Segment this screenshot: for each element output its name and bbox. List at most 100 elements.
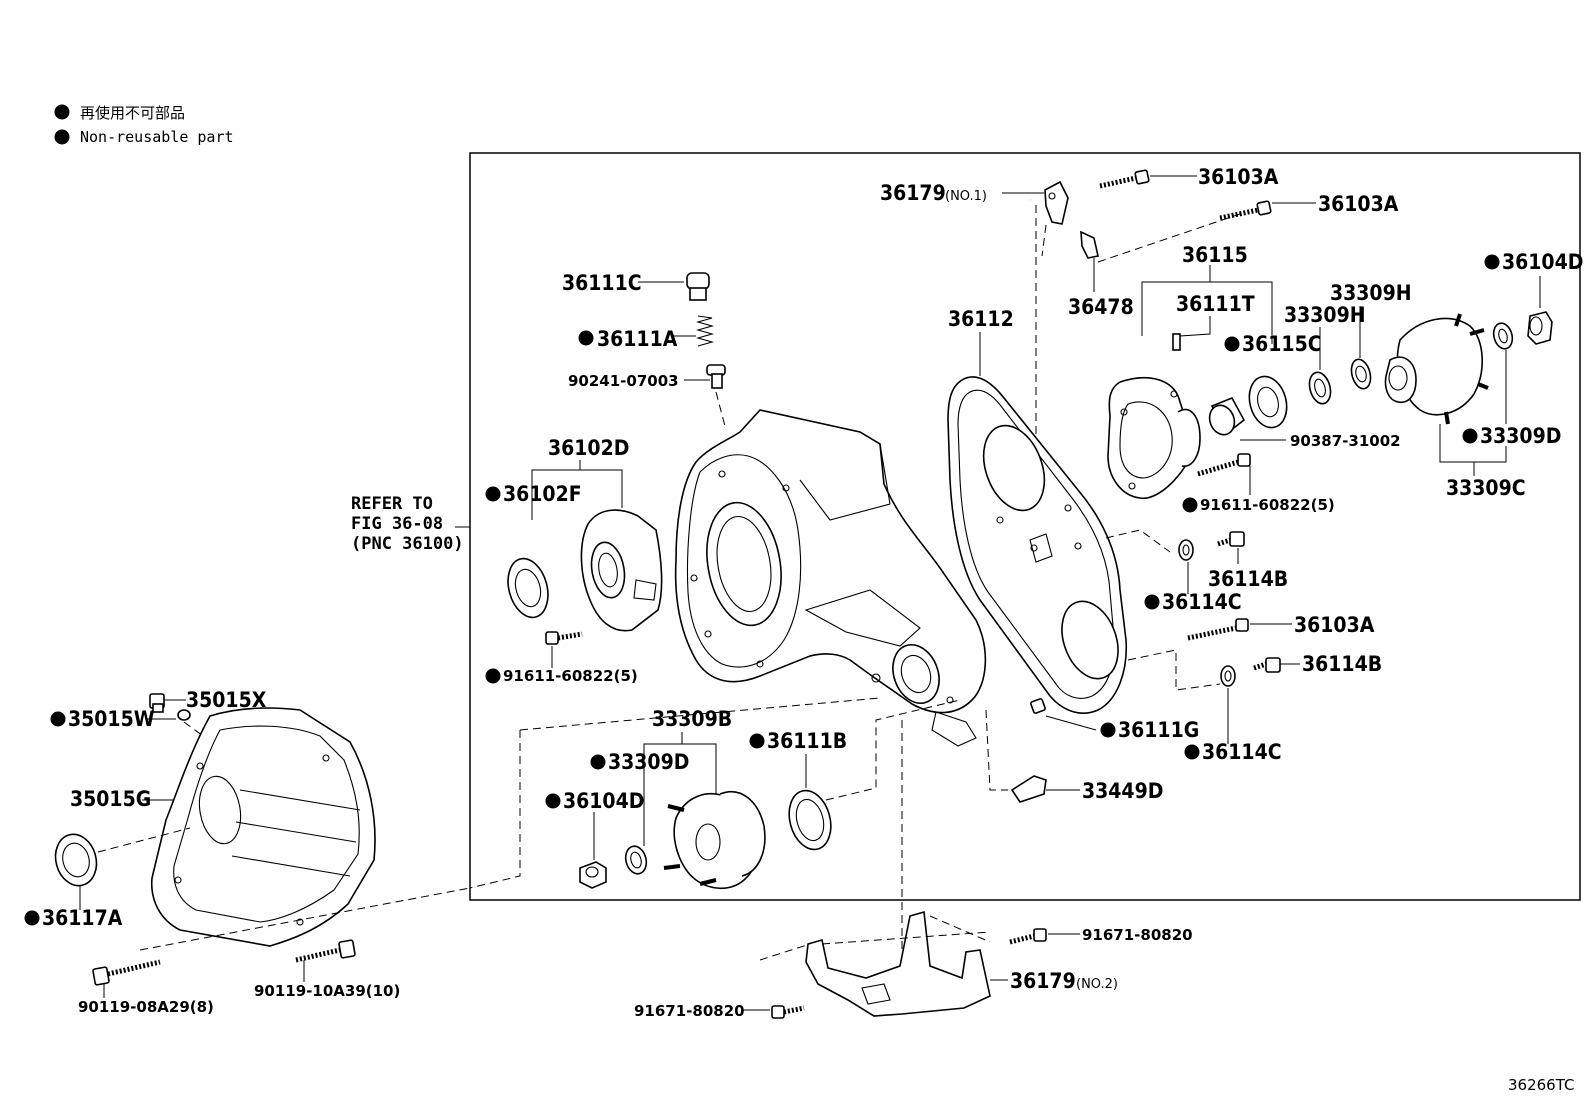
label-36115: 36115 xyxy=(1182,243,1248,267)
bracket-36179-no2-icon xyxy=(805,910,991,1017)
non-reusable-dot-icon xyxy=(50,711,66,727)
refer-line-1: REFER TO xyxy=(351,494,433,514)
non-reusable-dot-icon xyxy=(590,754,606,770)
plug-35015X-icon xyxy=(149,693,165,713)
non-reusable-dot-icon xyxy=(54,104,70,120)
transfer-case-36100-icon xyxy=(674,409,987,747)
label-36111G: 36111G xyxy=(1118,718,1199,742)
sensor-33449D-icon xyxy=(1010,775,1047,803)
label-36114C-b: 36114C xyxy=(1202,740,1282,764)
label-36103A-mid: 36103A xyxy=(1318,192,1399,216)
non-reusable-dot-icon xyxy=(24,910,40,926)
label-33449D: 33449D xyxy=(1082,779,1163,803)
bolt-91611-right-icon xyxy=(1197,453,1251,477)
washer-36114C-b-icon xyxy=(1220,665,1236,687)
label-90119-10: 90119-10A39(10) xyxy=(254,982,400,1000)
refer-line-2: FIG 36-08 xyxy=(351,514,443,534)
label-36111C: 36111C xyxy=(562,271,642,295)
non-reusable-dot-icon xyxy=(485,486,501,502)
non-reusable-dot-icon xyxy=(1144,594,1160,610)
shim-33309D-right-icon xyxy=(1492,322,1514,350)
clip-36478-icon xyxy=(1080,230,1099,259)
washer-36114C-a-icon xyxy=(1178,539,1194,561)
case-plate-36112-icon xyxy=(947,376,1128,714)
flange-33309B-icon xyxy=(663,791,766,890)
nut-36104D-top-icon xyxy=(1527,311,1553,345)
bracket-36179-no1-icon xyxy=(1044,180,1069,225)
shim-33309H-b-icon xyxy=(1350,358,1372,390)
shim-33309D-left-icon xyxy=(624,845,648,875)
bolt-90119-08-icon xyxy=(92,959,161,986)
non-reusable-dot-icon xyxy=(485,668,501,684)
bolt-91671-a-icon xyxy=(1009,928,1047,945)
label-36103A-top: 36103A xyxy=(1198,165,1279,189)
label-36179-no1-suffix: (NO.1) xyxy=(945,189,987,204)
bolt-36114B-b-icon xyxy=(1253,657,1281,673)
label-91611-right: 91611-60822(5) xyxy=(1200,496,1335,514)
non-reusable-dot-icon xyxy=(1224,336,1240,352)
label-36478: 36478 xyxy=(1068,295,1134,319)
plug-36111G-icon xyxy=(1030,698,1046,714)
label-90119-08: 90119-08A29(8) xyxy=(78,998,214,1016)
label-36179-no1: 36179 xyxy=(880,181,946,205)
non-reusable-dot-icon xyxy=(1182,497,1198,513)
label-90241: 90241-07003 xyxy=(568,372,679,390)
label-33309H-b: 33309H xyxy=(1330,281,1412,305)
label-36114C-a: 36114C xyxy=(1162,590,1242,614)
label-33309H-a: 33309H xyxy=(1284,303,1366,327)
label-91611-left: 91611-60822(5) xyxy=(503,667,638,685)
pin-36111T-icon xyxy=(1172,333,1181,351)
bolt-91671-b-icon xyxy=(771,1005,805,1019)
label-33309B: 33309B xyxy=(652,707,732,731)
bolt-91611-left-icon xyxy=(545,631,583,645)
label-36103A-low: 36103A xyxy=(1294,613,1375,637)
non-reusable-dot-icon xyxy=(578,330,594,346)
label-36111T: 36111T xyxy=(1176,292,1255,316)
nut-36104D-left-icon xyxy=(579,861,607,889)
label-36102D: 36102D xyxy=(548,436,629,460)
seal-36111B-icon xyxy=(788,789,832,851)
figure-code: 36266TC xyxy=(1508,1076,1574,1094)
label-36111A: 36111A xyxy=(597,327,678,351)
non-reusable-dot-icon xyxy=(54,129,70,145)
label-36112: 36112 xyxy=(948,307,1014,331)
flange-33309C-icon xyxy=(1384,313,1489,425)
label-91671-a: 91671-80820 xyxy=(1082,926,1193,944)
rear-cover-36115-icon xyxy=(1107,377,1201,500)
non-reusable-dot-icon xyxy=(749,733,765,749)
bolt-90119-10-icon xyxy=(295,939,356,963)
bolt-36103A-mid-icon xyxy=(1219,200,1272,221)
legend-en: Non-reusable part xyxy=(80,128,234,146)
gasket-35015W-icon xyxy=(177,709,191,721)
non-reusable-dot-icon xyxy=(545,793,561,809)
legend-jp: 再使用不可部品 xyxy=(80,104,185,122)
bearing-36115C-icon xyxy=(1248,375,1288,429)
label-36104D-left: 36104D xyxy=(563,789,644,813)
label-35015W: 35015W xyxy=(68,707,155,731)
non-reusable-dot-icon xyxy=(1100,722,1116,738)
label-91671-b: 91671-80820 xyxy=(634,1002,745,1020)
label-36111B: 36111B xyxy=(767,729,847,753)
legend: 再使用不可部品 Non-reusable part xyxy=(54,104,234,146)
label-35015G: 35015G xyxy=(70,787,151,811)
label-36114B-b: 36114B xyxy=(1302,652,1382,676)
refer-line-3: (PNC 36100) xyxy=(351,534,464,554)
bolt-36103A-low-icon xyxy=(1187,618,1249,641)
label-36114B-a: 36114B xyxy=(1208,567,1288,591)
non-reusable-dot-icon xyxy=(1462,428,1478,444)
adapter-35015G-icon xyxy=(150,707,376,947)
bolt-36103A-top-icon xyxy=(1099,169,1150,189)
label-33309D-right: 33309D xyxy=(1480,424,1561,448)
sleeve-90387-icon xyxy=(1208,396,1246,436)
plunger-90241-icon xyxy=(706,364,726,389)
label-33309D-left: 33309D xyxy=(608,750,689,774)
label-90387: 90387-31002 xyxy=(1290,432,1401,450)
non-reusable-dot-icon xyxy=(1184,744,1200,760)
refer-note: REFER TO FIG 36-08 (PNC 36100) xyxy=(351,494,470,554)
plug-36111C-icon xyxy=(686,272,710,301)
label-36102F: 36102F xyxy=(503,482,582,506)
label-36117A: 36117A xyxy=(42,906,123,930)
spring-36111A-icon xyxy=(695,315,715,347)
retainer-36102D-icon xyxy=(580,509,663,632)
